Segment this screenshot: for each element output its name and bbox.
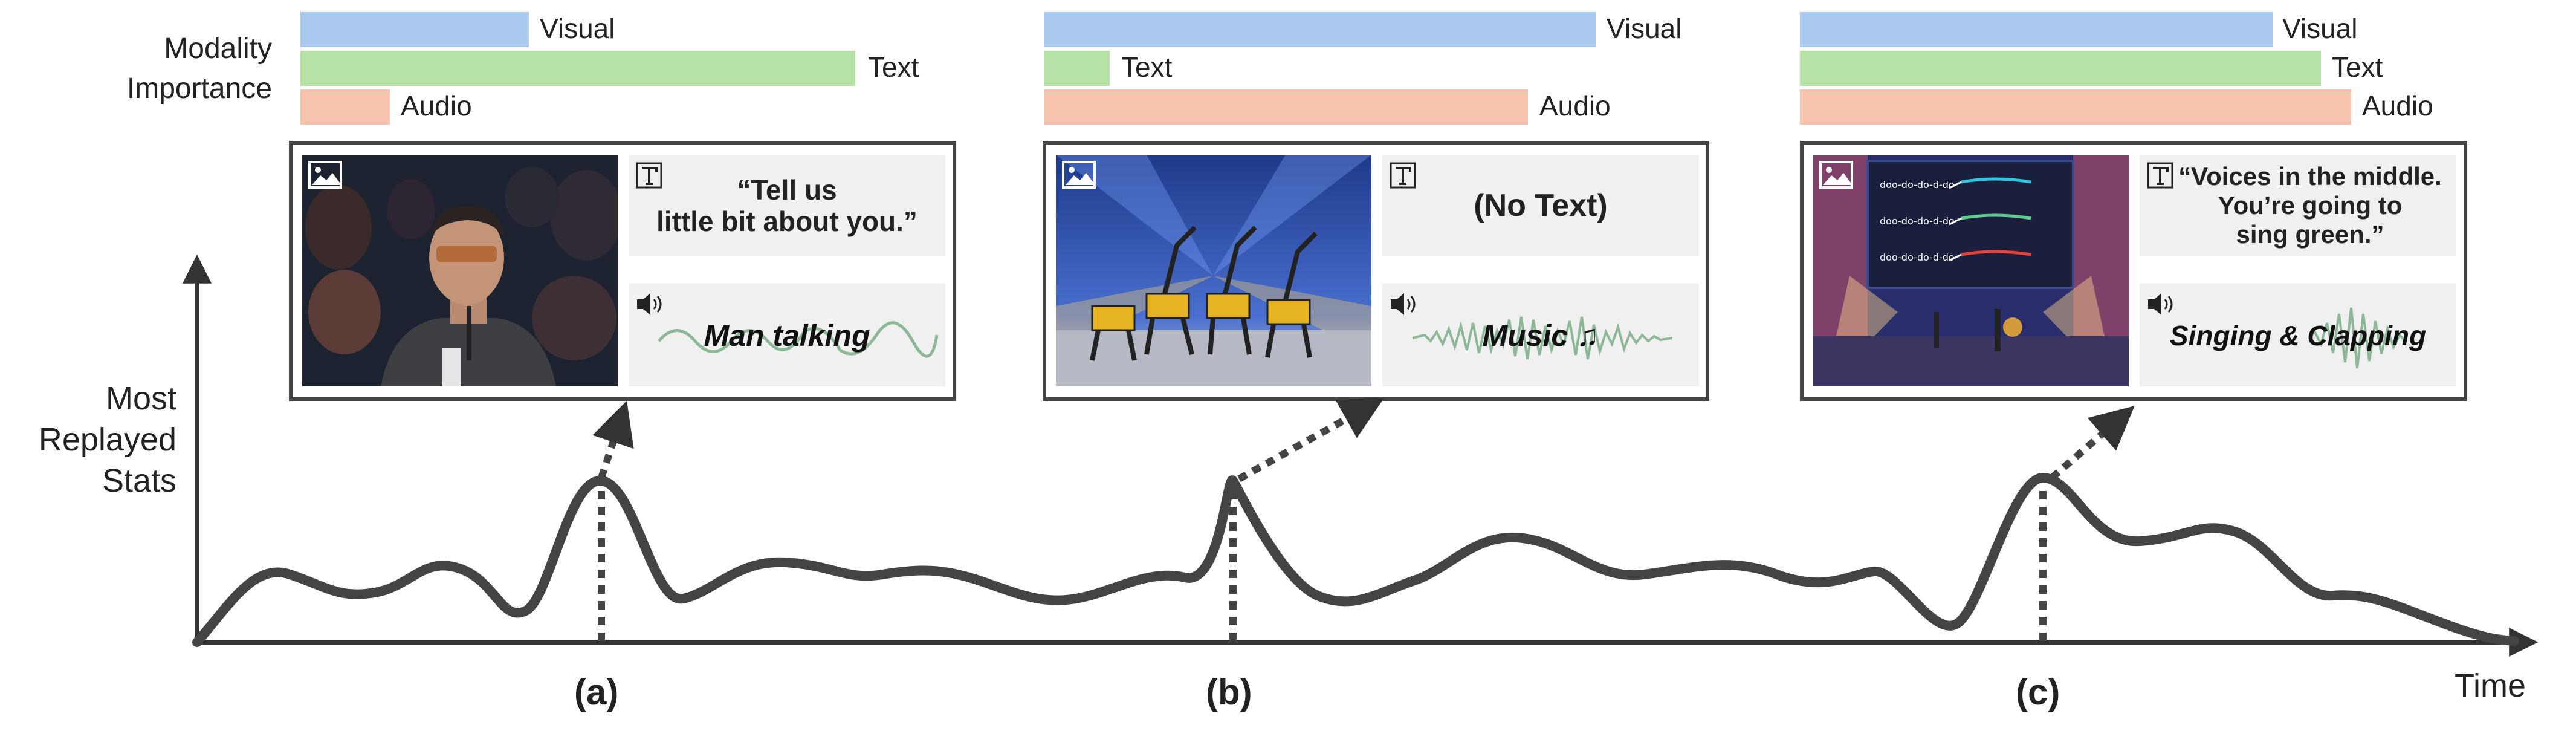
- video-frame-c: doo-do-do-d-do doo-do-do-d-do doo-do-do-…: [1813, 155, 2129, 386]
- panel-c: doo-do-do-d-do doo-do-do-d-do doo-do-do-…: [1800, 141, 2467, 401]
- thumb-c-label-2: doo-do-do-d-do: [1880, 215, 1955, 227]
- text-icon: [2146, 161, 2175, 196]
- text-card-c: “Voices in the middle. You’re going to s…: [2140, 155, 2456, 256]
- video-frame-a: [302, 155, 618, 386]
- text-label-c: Text: [2332, 51, 2383, 83]
- audio-card-c: Singing & Clapping: [2140, 284, 2456, 386]
- text-bar-a: [300, 51, 855, 86]
- image-icon: [308, 161, 342, 192]
- panel-b: (No Text) Music ♫: [1043, 141, 1709, 401]
- speaker-icon: [2146, 291, 2177, 320]
- marker-c: (c): [2016, 672, 2060, 712]
- visual-bar-c: [1800, 12, 2273, 47]
- audio-label-a: Audio: [401, 90, 472, 122]
- visual-label-c: Visual: [2282, 13, 2358, 44]
- text-label-b: Text: [1121, 51, 1173, 83]
- replay-curve: [192, 473, 2519, 647]
- visual-label-b: Visual: [1607, 13, 1682, 44]
- modality-title-line2: Importance: [126, 73, 272, 105]
- marker-a: (a): [574, 672, 619, 712]
- audio-bar-a: [300, 89, 390, 125]
- y-axis-label-line2: Replayed: [38, 421, 176, 458]
- x-axis-label: Time: [2455, 668, 2526, 704]
- audio-caption-c: Singing & Clapping: [2169, 320, 2427, 351]
- y-axis-label-line3: Stats: [102, 463, 176, 499]
- y-axis-label-line1: Most: [105, 380, 176, 417]
- image-icon: [1819, 161, 1853, 192]
- speaker-icon: [635, 291, 666, 320]
- audio-label-c: Audio: [2362, 90, 2433, 122]
- text-content-c: “Voices in the middle. You’re going to s…: [2178, 162, 2442, 249]
- modality-importance-title: Modality Importance: [73, 29, 272, 109]
- y-axis-label: Most Replayed Stats: [36, 378, 176, 501]
- audio-label-b: Audio: [1539, 90, 1611, 122]
- marker-b: (b): [1206, 672, 1252, 712]
- audio-bar-c: [1800, 89, 2351, 125]
- text-icon: [635, 161, 664, 196]
- speaker-icon: [1388, 291, 1420, 320]
- audio-caption-b: Music ♫: [1482, 319, 1599, 353]
- audio-caption-a: Man talking: [704, 319, 870, 353]
- audio-card-b: Music ♫: [1382, 284, 1699, 386]
- text-card-b: (No Text): [1382, 155, 1699, 256]
- visual-label-a: Visual: [540, 13, 615, 44]
- video-frame-b: [1056, 155, 1371, 386]
- modality-title-line1: Modality: [164, 33, 272, 65]
- arrow-to-panel-b: [1237, 397, 1385, 483]
- audio-card-a: Man talking: [629, 284, 945, 386]
- text-bar-c: [1800, 51, 2321, 86]
- visual-bar-a: [300, 12, 529, 47]
- text-bar-b: [1044, 51, 1110, 86]
- arrow-to-panel-a: [592, 400, 634, 479]
- image-icon: [1062, 161, 1096, 192]
- text-content-a: “Tell us little bit about you.”: [656, 174, 917, 237]
- text-icon: [1388, 161, 1417, 196]
- visual-bar-b: [1044, 12, 1596, 47]
- panel-a: “Tell us little bit about you.” Man talk…: [289, 141, 956, 401]
- thumb-c-label-1: doo-do-do-d-do: [1880, 179, 1955, 190]
- thumb-c-label-3: doo-do-do-d-do: [1880, 252, 1955, 263]
- audio-bar-b: [1044, 89, 1528, 125]
- arrow-to-panel-c: [2050, 406, 2135, 481]
- text-label-a: Text: [868, 51, 919, 83]
- text-content-b: (No Text): [1474, 188, 1608, 223]
- text-card-a: “Tell us little bit about you.”: [629, 155, 945, 256]
